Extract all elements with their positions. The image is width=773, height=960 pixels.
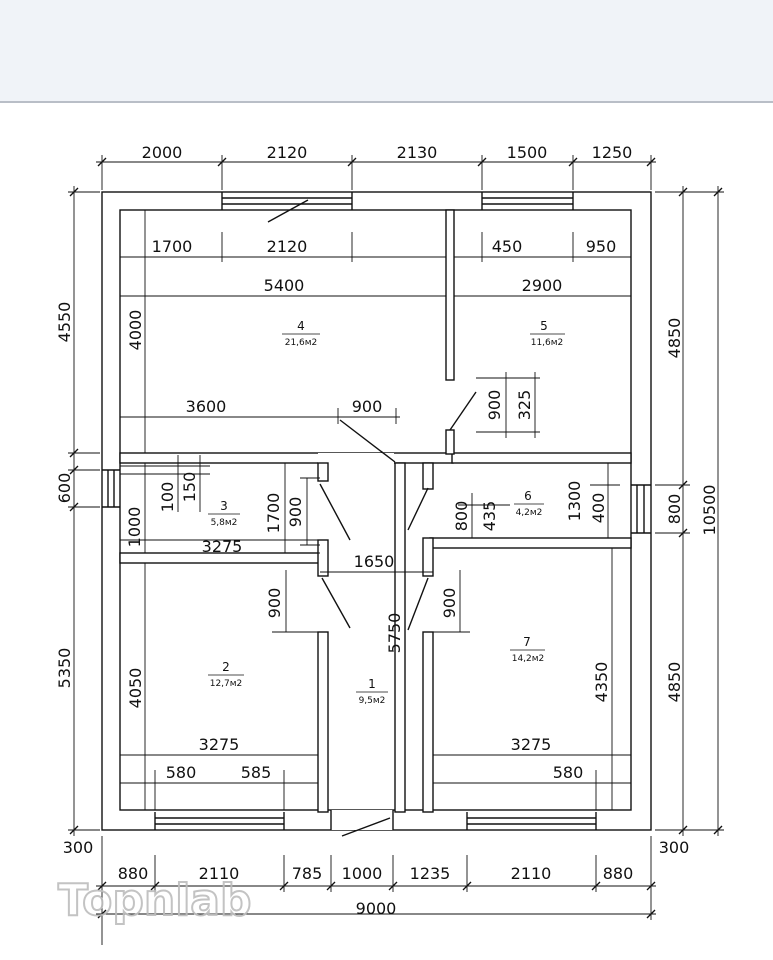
dim-left-1: 4550 (55, 302, 74, 343)
dim-bottom-5: 1235 (410, 864, 451, 883)
dim-r5-door2: 325 (515, 390, 534, 421)
dim-r7-width: 3275 (511, 735, 552, 754)
dim-right-3: 4850 (665, 662, 684, 703)
dim-top-4: 1500 (507, 143, 548, 162)
room-5-number: 5 (540, 319, 548, 333)
dim-r5-width: 2900 (522, 276, 563, 295)
room-5-area: 11,6м2 (531, 338, 564, 348)
room-6-number: 6 (524, 489, 532, 503)
dim-r5-w2: 950 (586, 237, 617, 256)
dim-r3-c: 1700 (264, 493, 283, 534)
room-7-number: 7 (523, 635, 531, 649)
dim-r2-door: 900 (265, 588, 284, 619)
dim-r3-width: 3275 (202, 537, 243, 556)
dim-bottom-2: 2110 (199, 864, 240, 883)
dim-r6-a: 800 (452, 501, 471, 532)
dim-bottom-6: 2110 (511, 864, 552, 883)
room-7-area: 14,2м2 (512, 654, 545, 664)
dim-bottom-4: 1000 (342, 864, 383, 883)
dim-hall-h: 5750 (385, 613, 404, 654)
room-1-number: 1 (368, 677, 376, 691)
dim-bottom-3: 785 (292, 864, 323, 883)
dim-left-3: 5350 (55, 648, 74, 689)
dim-r4-door: 3600 (186, 397, 227, 416)
dim-r6-b: 435 (480, 501, 499, 532)
dim-r3-a: 100 (158, 482, 177, 513)
dim-r6-d: 400 (589, 493, 608, 524)
dim-r7-door: 900 (440, 588, 459, 619)
room-3-number: 3 (220, 499, 228, 513)
room-4-area: 21,6м2 (285, 338, 318, 348)
dim-r5-w1: 450 (492, 237, 523, 256)
dim-r3-height: 1000 (125, 507, 144, 548)
dim-left-2: 600 (55, 473, 74, 504)
room-2-number: 2 (222, 660, 230, 674)
room-6-area: 4,2м2 (516, 508, 543, 518)
dim-top-2: 2120 (267, 143, 308, 162)
dim-r4-height: 4000 (126, 310, 145, 351)
dim-offset-right: 300 (659, 838, 690, 857)
dim-right-2: 800 (665, 494, 684, 525)
dim-right-1: 4850 (665, 318, 684, 359)
room-2-area: 12,7м2 (210, 679, 243, 689)
dim-hall-w: 1650 (354, 552, 395, 571)
dim-top-3: 2130 (397, 143, 438, 162)
dim-bottom-7: 880 (603, 864, 634, 883)
outer-wall-inner (119, 209, 632, 811)
dim-r4-doorw: 900 (352, 397, 383, 416)
room-1-area: 9,5м2 (359, 696, 386, 706)
dim-r2-width: 3275 (199, 735, 240, 754)
watermark-logo: Topnlab (58, 875, 252, 926)
dim-r4-width: 5400 (264, 276, 305, 295)
dim-r3-d: 900 (286, 497, 305, 528)
room-4-number: 4 (297, 319, 305, 333)
dim-r2-height: 4050 (126, 668, 145, 709)
dim-top-5: 1250 (592, 143, 633, 162)
dim-top-1: 2000 (142, 143, 183, 162)
dim-r2-w2: 585 (241, 763, 272, 782)
dim-total-width: 9000 (356, 899, 397, 918)
dim-r6-c: 1300 (565, 481, 584, 522)
dim-r2-w1: 580 (166, 763, 197, 782)
room-3-area: 5,8м2 (211, 518, 238, 528)
dim-r4-w1: 1700 (152, 237, 193, 256)
dim-r7-height: 4350 (592, 662, 611, 703)
dim-r4-w2: 2120 (267, 237, 308, 256)
top-banner (0, 0, 773, 103)
dim-r3-b: 150 (180, 472, 199, 503)
dim-r7-w1: 580 (553, 763, 584, 782)
dim-total-height: 10500 (700, 485, 719, 536)
dim-offset-left: 300 (63, 838, 94, 857)
dim-r5-door: 900 (485, 390, 504, 421)
dim-bottom-1: 880 (118, 864, 149, 883)
